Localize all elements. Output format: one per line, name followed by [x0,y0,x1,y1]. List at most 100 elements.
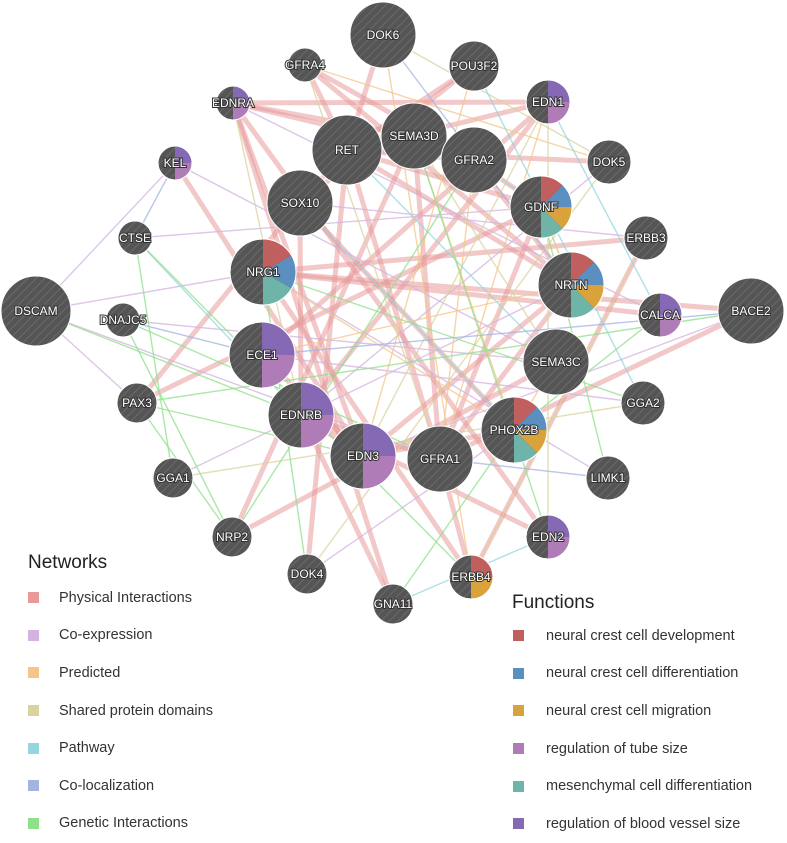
node-gga1[interactable]: GGA1 [152,457,194,499]
node-label: GGA1 [156,471,190,485]
legend-label: neural crest cell development [546,627,735,644]
function-sector-neural-crest-cell-differentiation [514,406,547,430]
node-label: DOK5 [593,155,626,169]
node-dok5[interactable]: DOK5 [586,139,632,185]
legend-label: regulation of tube size [546,740,688,757]
function-legend-item-mesenchymal-cell-differentiation: mesenchymal cell differentiation [513,767,752,805]
function-sector-regulation-of-blood-vessel-size [233,86,250,103]
node-erbb3[interactable]: ERBB3 [623,215,669,261]
node-sema3d[interactable]: SEMA3D [380,102,448,170]
node-label: DSCAM [14,304,57,318]
node-kel[interactable]: KEL [157,145,193,181]
node-outline [448,554,494,600]
node-gfra4[interactable]: GFRA4 [284,47,326,83]
node-nrg1[interactable]: NRG1 [229,238,297,306]
network-legend-item-predicted: Predicted [28,654,213,692]
edge-physical-interactions-gfra1-nrtn [438,283,573,461]
edge-physical-interactions-gna11-ednrb [298,413,396,606]
node-gfra1[interactable]: GFRA1 [406,425,474,493]
function-sector-regulation-of-blood-vessel-size [548,515,570,537]
node-sema3c[interactable]: SEMA3C [522,328,590,396]
node-dscam[interactable]: DSCAM [0,275,72,347]
edge-genetic-interactions-nrp2-gfra2 [231,159,475,538]
node-sox10[interactable]: SOX10 [266,169,334,237]
functions-legend: neural crest cell development neural cres… [513,617,752,843]
edge-shared-protein-domains-erbb3-erbb4 [470,237,647,578]
node-circle [349,1,417,69]
function-legend-item-neural-crest-cell-migration: neural crest cell migration [513,692,752,730]
function-sector-neural-crest-cell-migration [541,207,572,229]
node-label: SOX10 [281,196,320,210]
node-nrp2[interactable]: NRP2 [211,516,253,558]
node-label: DNAJC5 [100,313,147,327]
node-phox2b[interactable]: PHOX2B [480,396,548,464]
legend-swatch [513,667,524,679]
edge-pathway-sox10-phox2b [299,202,515,431]
node-gga2[interactable]: GGA2 [620,380,666,426]
node-gdnf[interactable]: GDNF [509,175,573,239]
legend-swatch [28,780,39,792]
node-label: RET [335,143,360,157]
node-circle [117,220,153,256]
function-sector-neural-crest-cell-development [571,252,595,285]
function-sector-regulation-of-blood-vessel-size [363,423,396,456]
function-sector-regulation-of-tube-size [233,103,250,120]
legend-swatch [28,742,39,754]
node-circle [311,114,383,186]
edge-physical-interactions-gna11-ednra [230,102,396,605]
edge-shared-protein-domains-sema3d-sema3c [413,135,557,363]
node-nrtn[interactable]: NRTN [537,251,605,319]
node-edn3[interactable]: EDN3 [329,422,397,490]
function-sector-regulation-of-tube-size [548,537,570,559]
node-ednrb[interactable]: EDNRB [267,381,335,449]
function-legend-item-regulation-of-blood-vessel-size: regulation of blood vessel size [513,805,752,843]
edge-co-expression-dok4-phox2b [306,429,515,575]
legend-label: Co-localization [59,777,155,794]
node-circle [287,47,323,83]
node-label: DOK6 [367,28,400,42]
node-erbb4[interactable]: ERBB4 [448,554,494,600]
node-calca[interactable]: CALCA [637,292,683,338]
legend-swatch [513,705,524,717]
function-sector-regulation-of-blood-vessel-size [175,146,192,163]
legend-label: mesenchymal cell differentiation [546,778,753,795]
node-circle [448,40,500,92]
node-label: NRP2 [216,530,248,544]
node-ednra[interactable]: EDNRA [211,85,255,121]
node-dnajc5[interactable]: DNAJC5 [99,302,148,338]
edge-physical-interactions-edn1-ednra [232,99,549,106]
edge-shared-protein-domains-dok6-dok5 [382,34,610,163]
node-outline [329,422,397,490]
node-gna11[interactable]: GNA11 [372,583,414,625]
node-gfra2[interactable]: GFRA2 [440,126,508,194]
node-circle [286,553,328,595]
edge-pathway-ret-sema3c [346,149,557,363]
function-sector-regulation-of-tube-size [660,315,682,337]
node-label: EDN1 [532,95,564,109]
node-ctse[interactable]: CTSE [117,220,153,256]
node-limk1[interactable]: LIMK1 [585,455,631,501]
legend-swatch [28,629,39,641]
node-pou3f2[interactable]: POU3F2 [448,40,500,92]
node-bace2[interactable]: BACE2 [717,277,785,345]
function-sector-neural-crest-cell-differentiation [541,185,572,207]
node-dok6[interactable]: DOK6 [349,1,417,69]
edge-predicted-ece1-nrtn [261,284,572,356]
function-sector-neural-crest-cell-migration [571,285,604,309]
networks-legend-title: Networks [28,552,108,573]
node-outline [509,175,573,239]
node-label: DOK4 [291,567,324,581]
node-edn1[interactable]: EDN1 [525,79,571,125]
legend-label: Physical Interactions [59,589,192,606]
node-ret[interactable]: RET [311,114,383,186]
node-dok4[interactable]: DOK4 [286,553,328,595]
legend-label: regulation of blood vessel size [546,815,741,832]
node-label: KEL [164,156,187,170]
function-sector-mesenchymal-cell-differentiation [514,430,538,463]
node-label: EDN3 [347,449,379,463]
node-label: SEMA3D [389,129,439,143]
node-circle [105,302,141,338]
node-pax3[interactable]: PAX3 [116,382,158,424]
node-edn2[interactable]: EDN2 [525,514,571,560]
node-ece1[interactable]: ECE1 [228,321,296,389]
